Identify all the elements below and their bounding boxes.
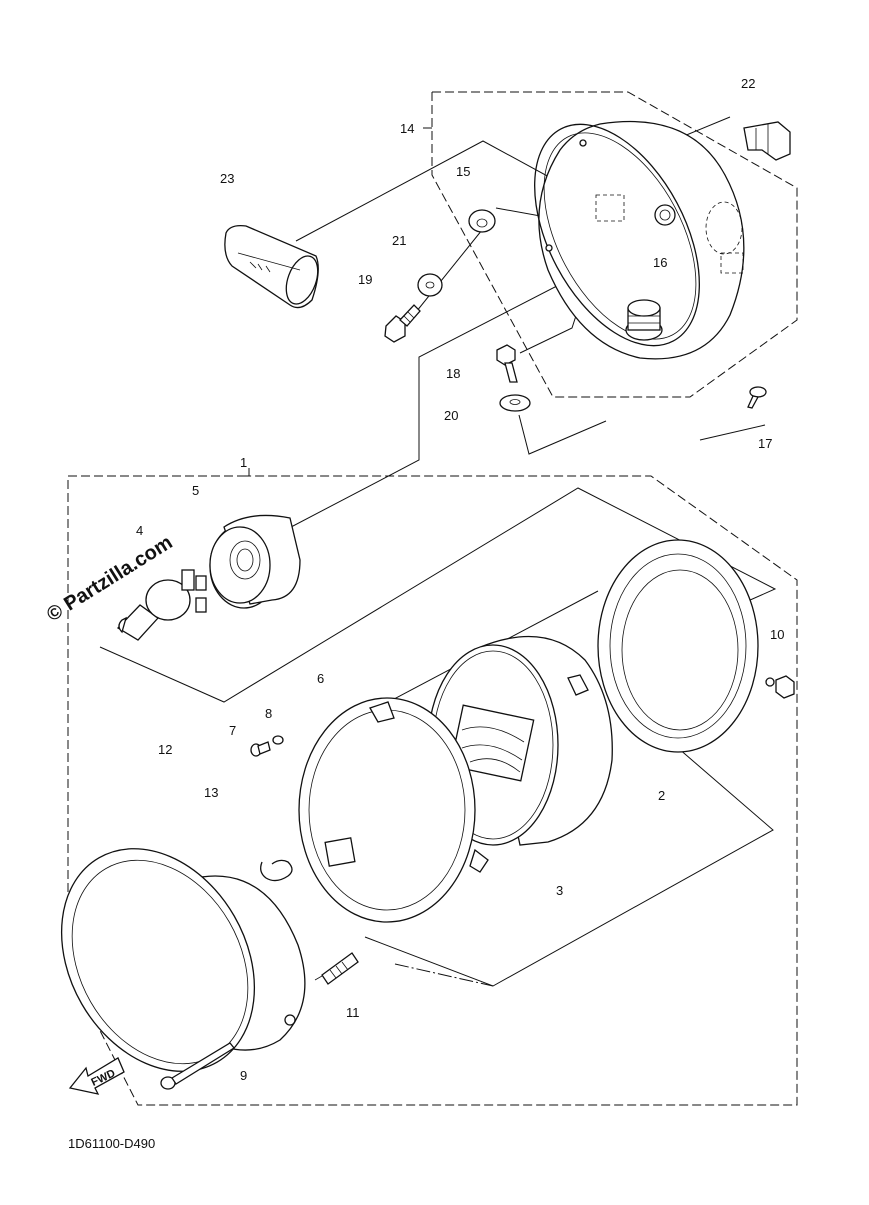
part-6-ring: [298, 697, 489, 923]
callout-22: 22: [741, 76, 755, 91]
callout-7: 7: [229, 723, 236, 738]
callout-5: 5: [192, 483, 199, 498]
callout-10: 10: [770, 627, 784, 642]
callout-19: 19: [358, 272, 372, 287]
part-2-ring: [597, 539, 775, 753]
callout-20: 20: [444, 408, 458, 423]
part-23-boot: [224, 225, 319, 309]
part-22-clamp: [743, 121, 791, 161]
callouts: 1 2 3 4 5 6 7 8 9 10 11 12 13 14 15 16 1…: [136, 76, 784, 1083]
fwd-arrow-icon: FWD: [68, 1057, 125, 1095]
callout-18: 18: [446, 366, 460, 381]
reference-code: 1D61100-D490: [68, 1136, 155, 1151]
part-14-housing: [534, 120, 745, 360]
part-20-washer: [499, 394, 531, 412]
callout-12: 12: [158, 742, 172, 757]
callout-6: 6: [317, 671, 324, 686]
fwd-label: FWD: [89, 1067, 117, 1088]
part-4-bulb: [116, 569, 207, 641]
part-8-washer: [272, 735, 284, 745]
part-9-screw: [160, 1042, 235, 1090]
part-15-collar: [468, 209, 496, 233]
part-10-nut: [775, 675, 795, 699]
part-12-rim: [60, 848, 306, 1072]
callout-1: 1: [240, 455, 247, 470]
callout-16: 16: [653, 255, 667, 270]
assembly-1-boundary: [67, 475, 798, 1106]
part-18-bolt: [496, 344, 518, 383]
callout-13: 13: [204, 785, 218, 800]
part-16-grommet: [625, 299, 663, 341]
callout-4: 4: [136, 523, 143, 538]
callout-8: 8: [265, 706, 272, 721]
callout-15: 15: [456, 164, 470, 179]
callout-3: 3: [556, 883, 563, 898]
callout-11: 11: [346, 1005, 360, 1020]
part-13-spring: [260, 859, 293, 882]
callout-9: 9: [240, 1068, 247, 1083]
part-7-screw: [250, 741, 271, 757]
part-5-socket: [209, 514, 301, 609]
part-11-spring: [314, 952, 359, 985]
callout-14: 14: [400, 121, 414, 136]
assembly-14-boundary: [431, 91, 798, 398]
part-21-grommet: [417, 273, 443, 297]
callout-17: 17: [758, 436, 772, 451]
callout-2: 2: [658, 788, 665, 803]
callout-23: 23: [220, 171, 234, 186]
part-17-screw: [747, 386, 767, 409]
part-19-bolt: [384, 304, 421, 343]
callout-21: 21: [392, 233, 406, 248]
